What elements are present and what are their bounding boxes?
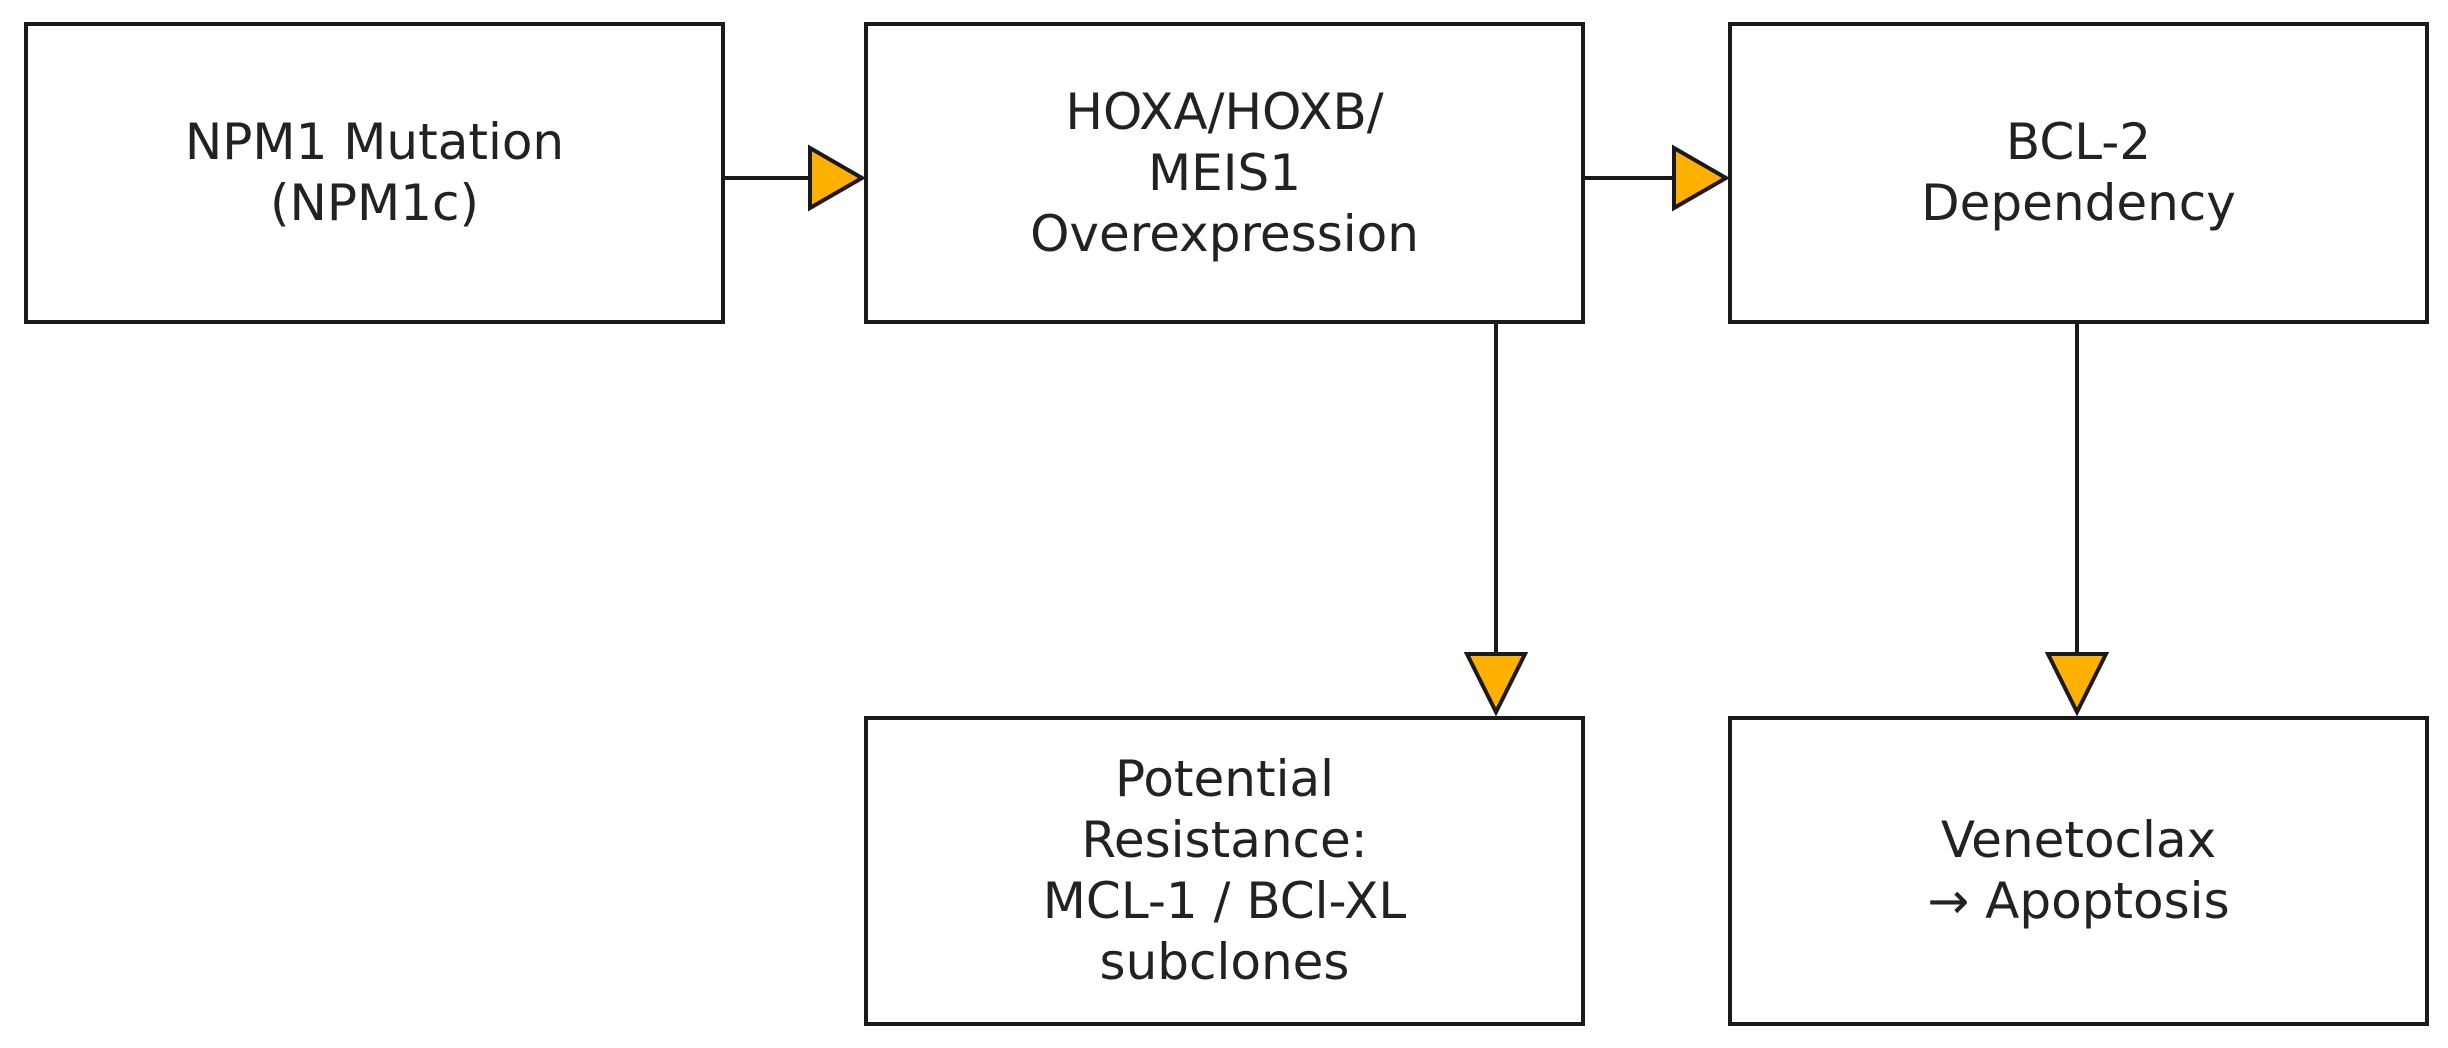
edge-hox-to-bcl2 bbox=[1585, 144, 1731, 212]
edge-npm1-to-hox bbox=[725, 144, 867, 212]
node-text-line: Dependency bbox=[1921, 174, 2236, 232]
node-hox-overexpression: HOXA/HOXB/ MEIS1 Overexpression bbox=[864, 22, 1585, 324]
node-potential-resistance: Potential Resistance: MCL-1 / BCl-XL sub… bbox=[864, 716, 1585, 1026]
arrowhead-right-icon bbox=[1672, 144, 1731, 212]
node-text-line: Resistance: bbox=[1081, 811, 1368, 869]
arrowhead-right-icon bbox=[808, 144, 867, 212]
node-text-line: Potential bbox=[1114, 750, 1335, 808]
node-text-line: → Apoptosis bbox=[1927, 872, 2230, 930]
node-bcl2-dependency: BCL-2 Dependency bbox=[1728, 22, 2429, 324]
node-text-line: Overexpression bbox=[1030, 204, 1419, 263]
node-text-line: HOXA/HOXB/ bbox=[1065, 82, 1384, 141]
node-text-line: MEIS1 bbox=[1147, 143, 1302, 202]
edge-bcl2-to-venetoclax bbox=[2044, 324, 2110, 717]
edge-hox-to-resistance bbox=[1463, 324, 1529, 717]
node-text-line: BCL-2 bbox=[2005, 113, 2152, 171]
node-text-line: (NPM1c) bbox=[269, 174, 479, 232]
arrowhead-down-icon bbox=[2044, 652, 2110, 717]
arrowhead-down-icon bbox=[1463, 652, 1529, 717]
node-npm1-mutation: NPM1 Mutation (NPM1c) bbox=[24, 22, 725, 324]
node-text-line: MCL-1 / BCl-XL bbox=[1042, 872, 1407, 930]
node-venetoclax-apoptosis: Venetoclax → Apoptosis bbox=[1728, 716, 2429, 1026]
node-text-line: Venetoclax bbox=[1940, 811, 2217, 869]
node-text-line: NPM1 Mutation bbox=[184, 113, 565, 171]
node-text-line: subclones bbox=[1099, 933, 1350, 991]
